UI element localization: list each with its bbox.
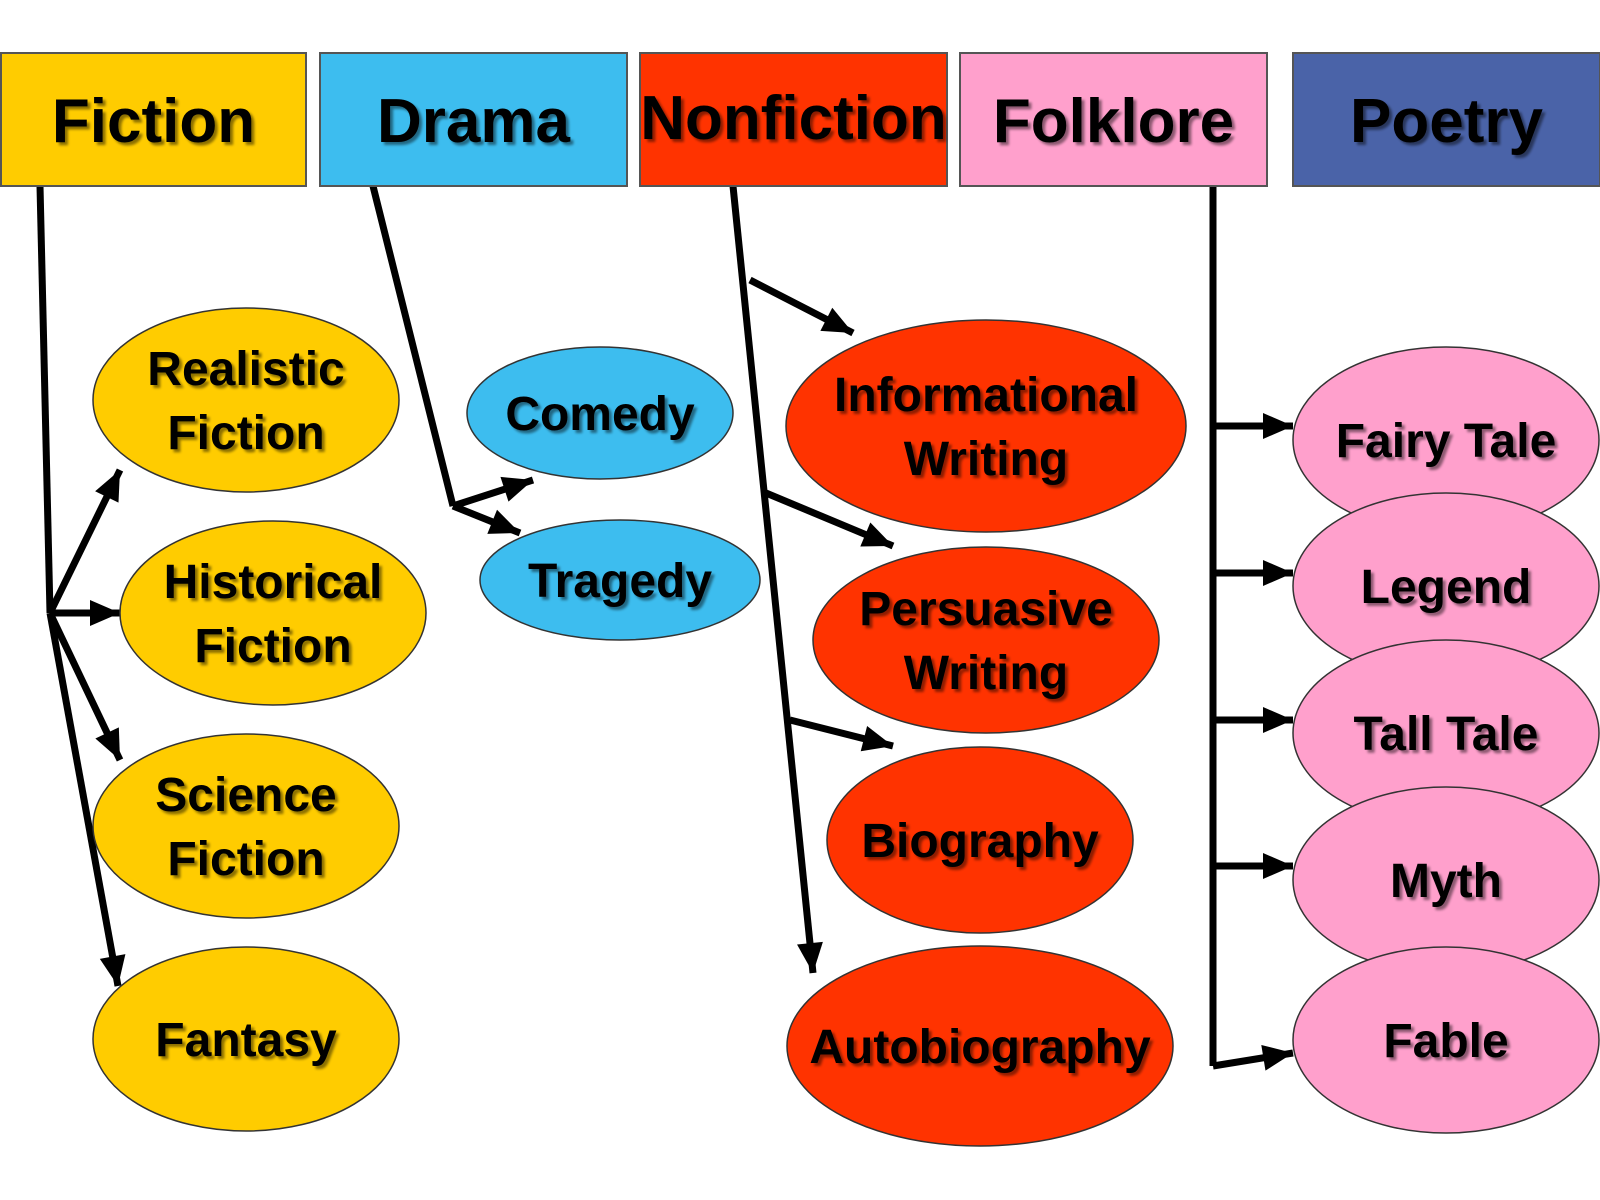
arrow-to-autobiography: [729, 185, 817, 974]
node-ellipse-informational-writing: [785, 319, 1187, 533]
node-tragedy: Tragedy: [479, 519, 761, 641]
header-poetry: Poetry: [1292, 52, 1600, 187]
node-ellipse-persuasive-writing: [812, 546, 1160, 734]
node-ellipse-autobiography: [786, 945, 1174, 1147]
header-fiction: Fiction: [0, 52, 307, 187]
genre-nodes: RealisticFictionHistoricalFictionScience…: [92, 307, 1600, 1147]
arrow-to-fable-head: [1261, 1044, 1293, 1071]
node-ellipse-comedy: [466, 346, 734, 480]
arrow-to-comedy-head: [500, 476, 533, 502]
node-fantasy: Fantasy: [92, 946, 400, 1132]
arrow-to-tall-tale-head: [1263, 707, 1293, 733]
node-biography: Biography: [826, 746, 1134, 934]
node-label-fairy-tale-line-0: Fairy Tale: [1336, 415, 1557, 468]
node-fairy-tale: Fairy Tale: [1292, 346, 1600, 534]
node-ellipse-biography: [826, 746, 1134, 934]
arrow-to-biography-head: [860, 726, 893, 752]
arrow-to-informational-writing-head: [820, 307, 853, 333]
node-tall-tale: Tall Tale: [1292, 639, 1600, 827]
node-label-tall-tale-line-0: Tall Tale: [1354, 708, 1539, 761]
node-myth: Myth: [1292, 786, 1600, 974]
header-label-drama: Drama: [377, 87, 571, 156]
node-label-autobiography-line-0: Autobiography: [809, 1021, 1151, 1074]
node-legend: Legend: [1292, 492, 1600, 680]
header-label-poetry: Poetry: [1350, 87, 1543, 156]
header-label-fiction: Fiction: [52, 87, 255, 156]
node-ellipse-fantasy: [92, 946, 400, 1132]
arrow-to-persuasive-writing-head: [860, 522, 893, 547]
node-label-tragedy-line-0: Tragedy: [528, 555, 712, 608]
header-box-nonfiction: [639, 52, 948, 187]
category-headers: Fiction Drama Nonfiction Folklore Poetry: [0, 52, 1600, 187]
node-label-fantasy-line-0: Fantasy: [155, 1014, 337, 1067]
node-fable: Fable: [1292, 946, 1600, 1134]
node-label-informational-writing-line-1: Writing: [904, 433, 1068, 486]
node-label-realistic-fiction-line-0: Realistic: [147, 343, 344, 396]
arrow-to-fantasy-head: [99, 954, 126, 986]
arrow-to-historical-fiction-head: [90, 600, 120, 626]
header-box-drama: [319, 52, 628, 187]
node-label-myth-line-0: Myth: [1390, 855, 1502, 908]
header-label-folklore: Folklore: [993, 87, 1234, 156]
node-label-historical-fiction-line-0: Historical: [164, 556, 383, 609]
node-label-historical-fiction-line-1: Fiction: [194, 620, 351, 673]
node-ellipse-science-fiction: [92, 733, 400, 919]
arrow-to-legend-head: [1263, 560, 1293, 586]
arrow-to-realistic-fiction-head: [95, 470, 120, 503]
node-autobiography: Autobiography: [786, 945, 1174, 1147]
drama-trunk: [369, 185, 457, 507]
node-label-legend-line-0: Legend: [1361, 561, 1532, 614]
arrow-to-tragedy-head: [487, 509, 520, 534]
arrow-to-autobiography-head: [797, 941, 823, 973]
header-nonfiction: Nonfiction: [639, 52, 948, 187]
fiction-trunk: [36, 185, 54, 614]
arrow-to-science-fiction-head: [95, 727, 120, 760]
node-label-realistic-fiction-line-1: Fiction: [167, 407, 324, 460]
node-ellipse-historical-fiction: [119, 520, 427, 706]
node-label-informational-writing-line-0: Informational: [834, 369, 1138, 422]
node-label-persuasive-writing-line-1: Writing: [904, 647, 1068, 700]
header-box-fiction: [0, 52, 307, 187]
node-comedy: Comedy: [466, 346, 734, 480]
node-label-persuasive-writing-line-0: Persuasive: [859, 583, 1113, 636]
connector-lines: [36, 185, 1294, 1071]
arrow-to-fairy-tale-head: [1263, 413, 1293, 439]
arrow-to-myth-head: [1263, 853, 1293, 879]
header-folklore: Folklore: [959, 52, 1268, 187]
node-label-comedy-line-0: Comedy: [505, 388, 695, 441]
header-box-poetry: [1292, 52, 1600, 187]
node-label-science-fiction-line-0: Science: [155, 769, 336, 822]
node-ellipse-fable: [1292, 946, 1600, 1134]
header-box-folklore: [959, 52, 1268, 187]
node-label-fable-line-0: Fable: [1383, 1015, 1508, 1068]
header-label-nonfiction: Nonfiction: [640, 84, 947, 153]
node-ellipse-realistic-fiction: [92, 307, 400, 493]
arrow-to-fantasy: [46, 612, 122, 987]
node-ellipse-tragedy: [479, 519, 761, 641]
node-label-science-fiction-line-1: Fiction: [167, 833, 324, 886]
header-drama: Drama: [319, 52, 628, 187]
node-label-biography-line-0: Biography: [861, 815, 1099, 868]
